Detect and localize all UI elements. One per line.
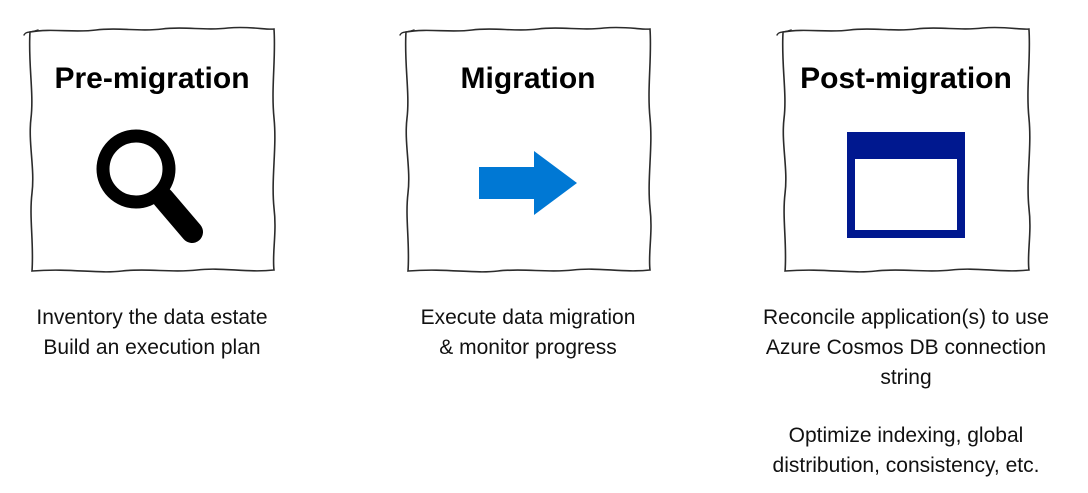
stage-title: Pre-migration (54, 62, 250, 95)
caption-line: distribution, consistency, etc. (772, 454, 1040, 477)
caption-line: Inventory the data estate (36, 306, 268, 329)
pre-migration-box: Pre-migration (22, 18, 282, 280)
caption-line: Azure Cosmos DB connection (765, 336, 1047, 359)
post-migration-caption: Reconcile application(s) to use Azure Co… (741, 303, 1071, 481)
post-migration-box: Post-migration (775, 18, 1037, 280)
caption-line: & monitor progress (439, 336, 617, 359)
stage-title: Migration (460, 62, 596, 95)
arrow-right-icon (479, 151, 577, 220)
stage-migration: Migration Execute data migration & monit… (398, 18, 658, 391)
migration-caption: Execute data migration & monitor progres… (363, 303, 693, 363)
caption-line: Build an execution plan (43, 336, 261, 359)
sketchy-box-border (23, 26, 276, 273)
caption-line: Execute data migration (420, 306, 636, 329)
magnifying-glass-icon (96, 128, 208, 251)
caption-line: Optimize indexing, global (788, 424, 1024, 447)
stage-pre-migration: Pre-migration Inventory the data estate … (22, 18, 282, 391)
app-window-icon (847, 132, 965, 243)
caption-line: Reconcile application(s) to use (763, 306, 1049, 329)
caption-line: string (880, 366, 932, 389)
stage-post-migration: Post-migration Reconcile application(s) … (763, 18, 1049, 493)
migration-box: Migration (398, 18, 658, 280)
stage-title: Post-migration (800, 62, 1012, 95)
sketchy-box-border (399, 26, 652, 273)
pre-migration-caption: Inventory the data estate Build an execu… (0, 303, 317, 363)
